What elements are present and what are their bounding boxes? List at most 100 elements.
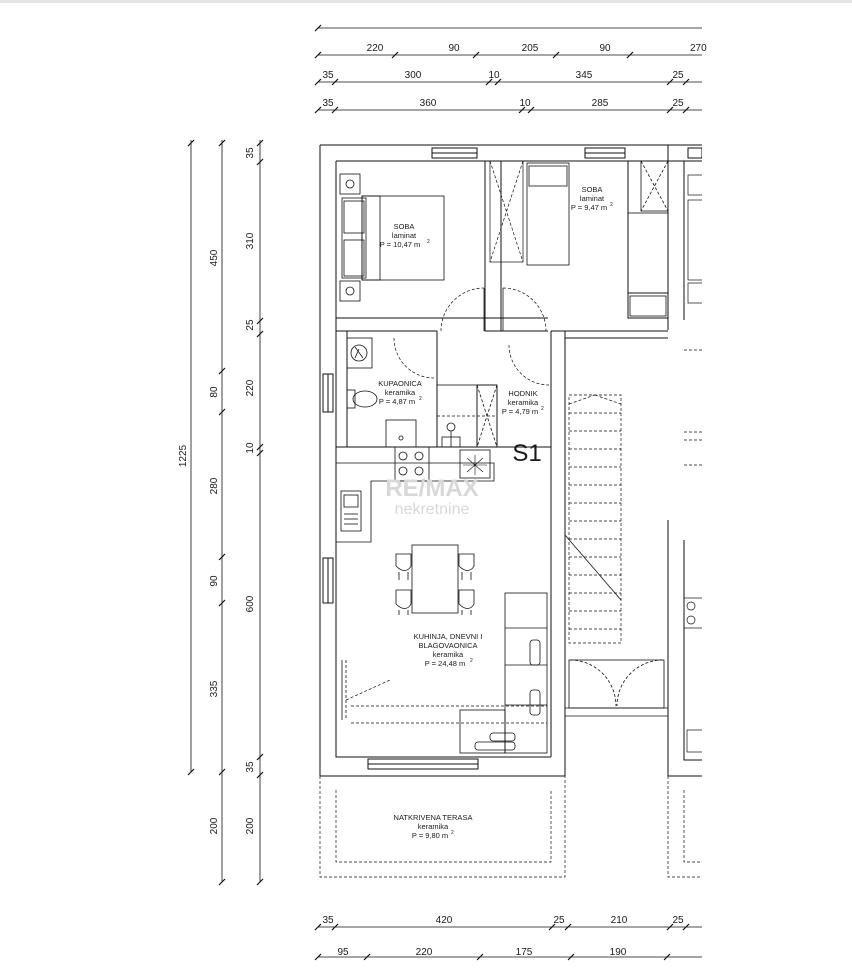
dim-text: 1225 [178,444,189,467]
dimension-lines-left [190,140,261,882]
slide-door-kitchen [341,660,347,720]
dim-text: 35 [245,761,256,773]
dim-text: 95 [337,947,349,958]
room-area: P = 9,47 m [571,203,607,212]
room-name: SOBA [394,222,415,231]
room-area-sup: 2 [427,239,430,245]
dim-text: 10 [519,98,531,109]
dim-text: 35 [322,915,334,926]
dim-text: 25 [672,915,684,926]
dim-text: 360 [420,98,437,109]
room-floor: keramika [385,388,416,397]
room-floor: keramika [508,398,539,407]
room-floor: keramika [418,822,449,831]
label-kuhinja: KUHINJA, DNEVNI I BLAGOVAONICA keramika … [414,632,483,668]
bed-2 [526,160,669,319]
dim-text: 345 [576,70,593,81]
dim-text: 280 [209,477,220,494]
room-area: P = 9,80 m [412,831,448,840]
dim-text: 335 [209,680,220,697]
dim-text: 200 [245,817,256,834]
dining-table [395,544,475,615]
rug-outline [345,679,547,724]
dim-text: 25 [553,915,565,926]
dims-top-row2: 35 300 10 345 25 [322,70,684,81]
kitchen-counter [336,446,495,543]
dims-left-col1: 450 80 280 90 335 200 [209,249,220,834]
room-name: HODNIK [508,389,537,398]
dims-bottom-row1: 35 420 25 210 25 [322,915,684,926]
dim-text: 220 [245,379,256,396]
dim-text: 300 [405,70,422,81]
dim-text: 90 [448,43,460,54]
top-edge [0,0,852,3]
dim-text: 600 [245,595,256,612]
neighbour-furniture [683,174,702,753]
dim-text: 450 [209,249,220,266]
dims-left-total: 1225 [178,444,189,467]
room-area-sup: 2 [470,658,473,664]
room-name-line2: BLAGOVAONICA [418,641,477,650]
dim-text: 35 [245,147,256,159]
room-area-sup: 2 [451,830,454,836]
bed-1 [339,173,445,302]
dim-text: 35 [322,70,334,81]
dim-text: 285 [592,98,609,109]
doors [393,287,550,386]
dim-text: 220 [367,43,384,54]
dimension-ticks [314,24,690,961]
label-terasa: NATKRIVENA TERASA keramika P = 9,80 m 2 [394,813,473,840]
dim-text: 270 [690,43,707,54]
dim-text: 35 [322,98,334,109]
walls [319,144,702,777]
stair-break-line [564,534,622,601]
dims-top-row1: 220 90 205 90 270 [367,43,707,54]
sofa [459,592,548,754]
watermark-logo: RE/MAX [385,475,478,502]
dim-text: 80 [209,386,220,398]
dim-text: 190 [610,947,627,958]
label-kupaonica: KUPAONICA keramika P = 4,87 m 2 [378,379,422,406]
terrace [319,776,702,878]
label-hodnik: HODNIK keramika P = 4,79 m 2 [502,389,544,416]
dim-text: 25 [245,319,256,331]
dims-top-row3: 35 360 10 285 25 [322,98,684,109]
dim-text: 310 [245,232,256,249]
dim-text: 175 [516,947,533,958]
unit-label: S1 [512,440,541,467]
dim-text: 210 [611,915,628,926]
dimension-lines [318,27,702,958]
room-area: P = 4,87 m [379,397,415,406]
dimension-ticks-left [187,139,264,886]
dim-text: 25 [672,70,684,81]
dim-text: 90 [599,43,611,54]
room-floor: laminat [580,194,605,203]
label-soba-1: SOBA laminat P = 10,47 m 2 [380,222,430,249]
room-name: NATKRIVENA TERASA [394,813,473,822]
room-area: P = 10,47 m [380,240,421,249]
room-floor: laminat [392,231,417,240]
dim-text: 220 [416,947,433,958]
dim-text: 10 [488,70,500,81]
dims-left-col2: 35 310 25 220 10 600 35 200 [245,147,256,834]
room-name: KUPAONICA [378,379,422,388]
windows [322,147,702,770]
dim-text: 25 [672,98,684,109]
room-area: P = 24,48 m [425,659,466,668]
dims-bottom-row2: 95 220 175 190 [337,947,626,958]
label-soba-2: SOBA laminat P = 9,47 m 2 [571,185,613,212]
door-leaves [483,288,504,331]
dim-text: 10 [245,442,256,454]
room-name-line1: KUHINJA, DNEVNI I [414,632,483,641]
bathroom-fixtures [346,337,498,448]
room-area-sup: 2 [419,396,422,402]
dim-text: 420 [436,915,453,926]
room-area-sup: 2 [541,406,544,412]
room-name: SOBA [582,185,603,194]
wardrobe-1 [489,160,524,263]
room-area: P = 4,79 m [502,407,538,416]
entrance-doors [565,659,668,717]
dim-text: 200 [209,817,220,834]
